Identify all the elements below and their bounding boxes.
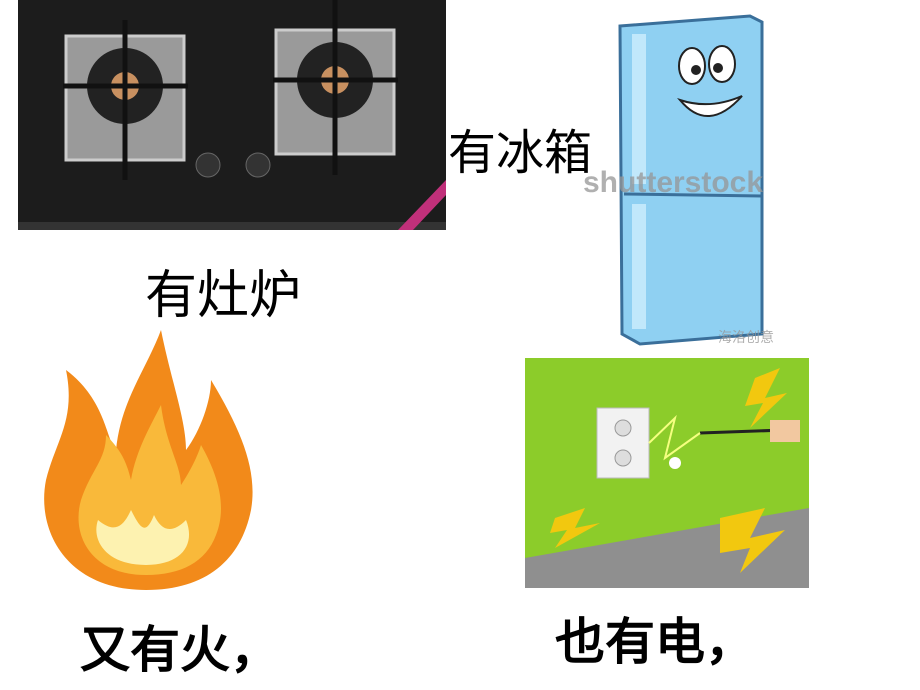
fire-image <box>44 330 253 590</box>
caption-stove: 有灶炉 <box>145 266 302 326</box>
caption-fire: 又有火， <box>80 621 280 679</box>
refrigerator-image <box>618 14 764 346</box>
caption-fridge: 有冰箱 <box>448 125 593 181</box>
caption-electricity: 也有电， <box>555 613 755 671</box>
credit-watermark: 海洛创意 <box>718 329 774 345</box>
gas-stove-image <box>18 0 446 230</box>
shutterstock-watermark: shutterstock <box>583 166 764 199</box>
electricity-image <box>525 358 809 588</box>
